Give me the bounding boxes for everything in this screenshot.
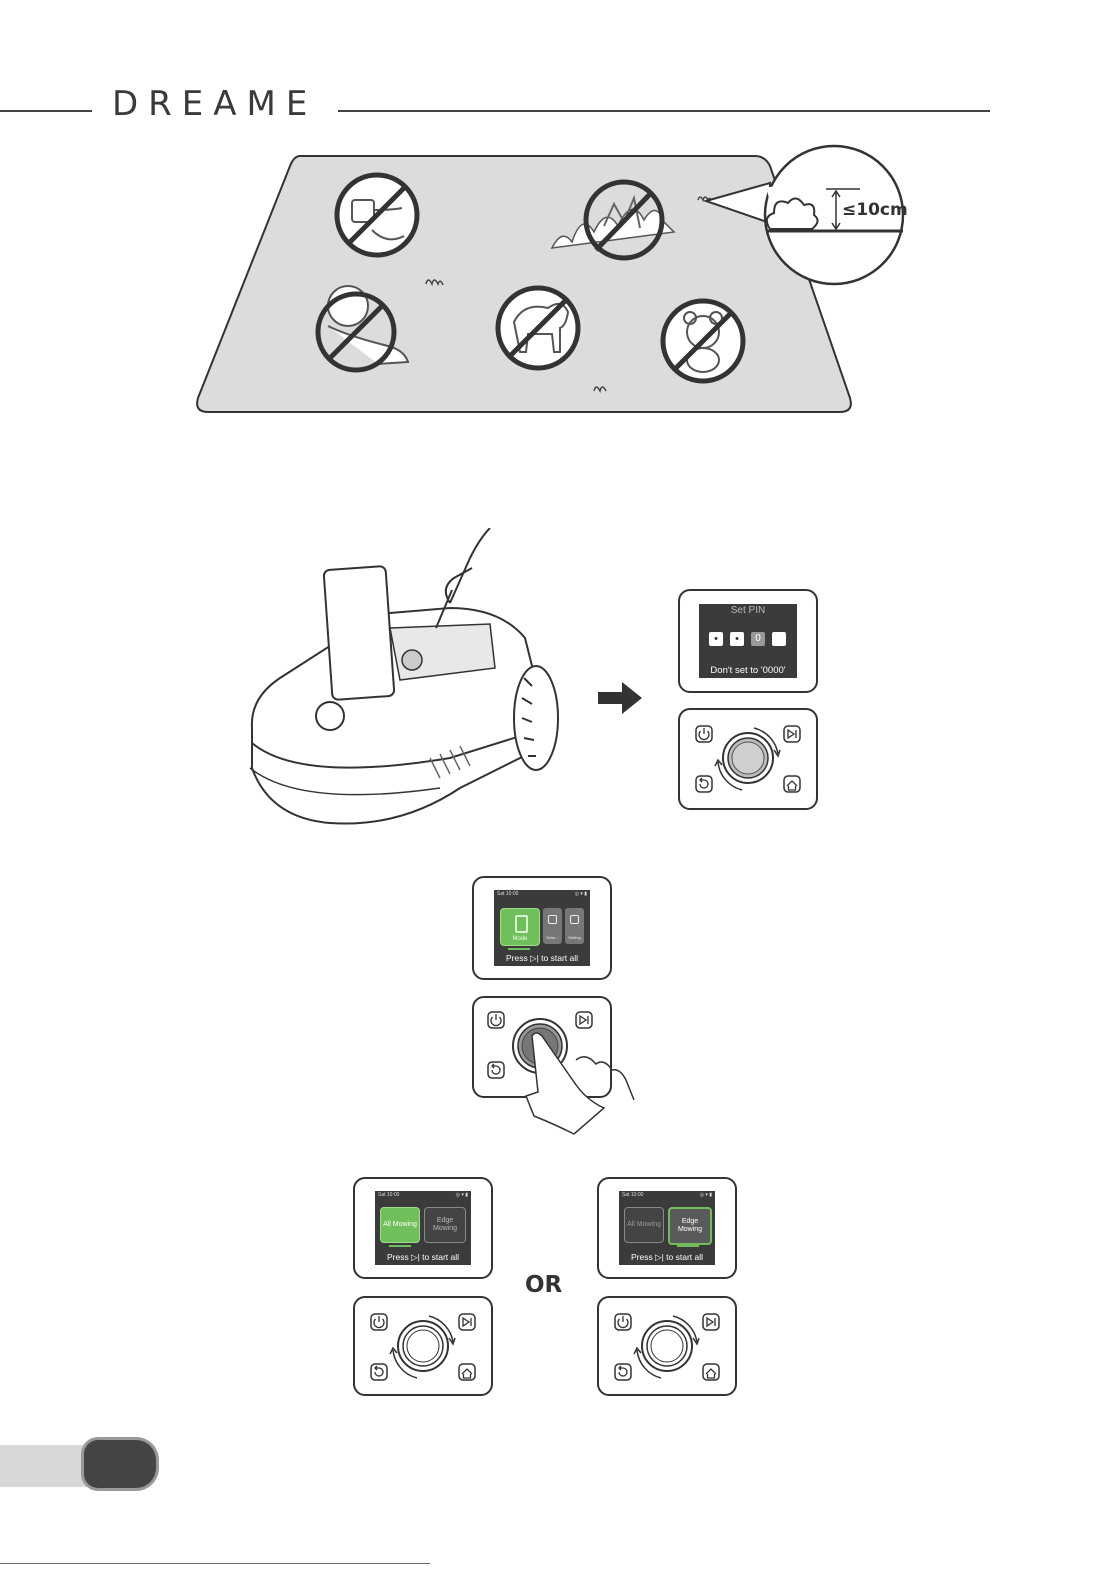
control-panel-rotate-2 (353, 1296, 493, 1396)
status-time: Sat 10:00 (497, 891, 518, 897)
mower-illustration (240, 528, 570, 833)
status-icons-a: ◎ ▾ ▮ (456, 1192, 468, 1198)
height-limit-label: ≤10cm (842, 200, 908, 220)
no-pets-icon (492, 282, 587, 377)
press-dial-icon[interactable] (472, 996, 672, 1146)
rotate-dial-icon-2[interactable] (355, 1298, 491, 1394)
page-tab-dark (84, 1440, 156, 1488)
mode-screen-a: Sat 10:00 ◎ ▾ ▮ All Mowing Edge Mowing P… (375, 1191, 471, 1265)
active-indicator (508, 948, 530, 950)
mode-b-footer: Press ▷| to start all (619, 1252, 715, 1263)
home-footer: Press ▷| to start all (494, 953, 590, 964)
pin-screen-panel: Set PIN • • 0 Don't set to '0000' (678, 589, 818, 693)
pin-digit-3[interactable]: 0 (751, 632, 765, 646)
mode-screen-b-panel: Sat 10:00 ◎ ▾ ▮ All Mowing Edge Mowing P… (597, 1177, 737, 1279)
mode-a-footer: Press ▷| to start all (375, 1252, 471, 1263)
brand-logo: DREAME (112, 84, 317, 124)
tile-setting-label: Setting (565, 935, 584, 940)
control-panel-rotate-3 (597, 1296, 737, 1396)
setting-icon (570, 915, 579, 924)
tile-mode[interactable]: Mode (500, 908, 540, 946)
mode-screen-a-panel: Sat 10:00 ◎ ▾ ▮ All Mowing Edge Mowing P… (353, 1177, 493, 1279)
pin-digit-1[interactable]: • (709, 632, 723, 646)
mode-icon (515, 915, 528, 933)
active-indicator-a (389, 1245, 411, 1247)
pin-screen: Set PIN • • 0 Don't set to '0000' (699, 604, 797, 678)
mode-screen-b: Sat 10:00 ◎ ▾ ▮ All Mowing Edge Mowing P… (619, 1191, 715, 1265)
pin-screen-title: Set PIN (699, 605, 797, 616)
tile-mode-label: Mode (501, 936, 539, 942)
status-icons: ◎ ▾ ▮ (575, 891, 587, 897)
option-edge-mowing-b[interactable]: Edge Mowing (668, 1207, 712, 1245)
option-all-mowing-b[interactable]: All Mowing (624, 1207, 664, 1243)
home-screen: Sat 10:00 ◎ ▾ ▮ Mode Sche... Setting Pre… (494, 890, 590, 966)
tile-schedule-label: Sche... (543, 935, 562, 940)
home-screen-panel: Sat 10:00 ◎ ▾ ▮ Mode Sche... Setting Pre… (472, 876, 612, 980)
active-indicator-b (677, 1245, 699, 1247)
option-edge-mowing-a[interactable]: Edge Mowing (424, 1207, 466, 1243)
no-debris-icon (548, 178, 678, 264)
rotate-dial-icon-3[interactable] (599, 1298, 735, 1394)
rotate-dial-icon[interactable] (680, 710, 816, 808)
header-line-right (338, 110, 990, 112)
header-line-left (0, 110, 92, 112)
right-arrow-icon (596, 680, 644, 716)
tile-setting[interactable]: Setting (565, 908, 584, 944)
control-panel-rotate-1 (678, 708, 818, 810)
control-panel-press (472, 996, 612, 1098)
no-toys-icon (658, 296, 748, 386)
or-separator: OR (525, 1272, 562, 1298)
option-all-mowing-a[interactable]: All Mowing (380, 1207, 420, 1243)
tile-schedule[interactable]: Sche... (543, 908, 562, 944)
no-cables-icon (332, 170, 422, 260)
pin-digit-4[interactable] (772, 632, 786, 646)
pin-warning: Don't set to '0000' (699, 665, 797, 676)
footer-line (0, 1563, 430, 1564)
schedule-icon (548, 915, 557, 924)
no-children-icon (308, 276, 413, 376)
status-time-b: Sat 10:00 (622, 1192, 643, 1198)
status-icons-b: ◎ ▾ ▮ (700, 1192, 712, 1198)
pin-digit-2[interactable]: • (730, 632, 744, 646)
status-time-a: Sat 10:00 (378, 1192, 399, 1198)
